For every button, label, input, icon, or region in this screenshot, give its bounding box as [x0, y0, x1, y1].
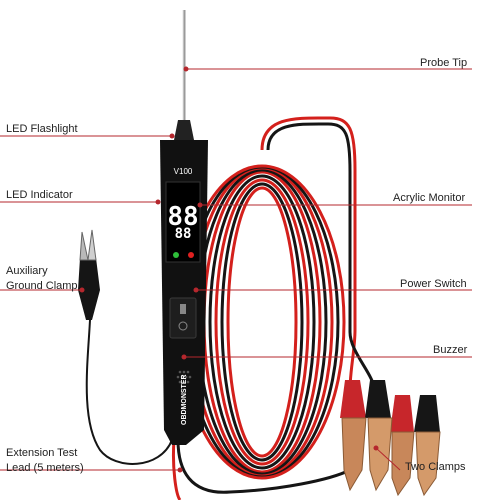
- label-extension-line2: Lead (5 meters): [6, 462, 84, 474]
- label-auxiliary-line1: Auxiliary: [6, 265, 48, 277]
- upper-cable-black: [266, 122, 377, 391]
- label-led-indicator: LED Indicator: [6, 189, 73, 201]
- extension-lead: [176, 439, 351, 494]
- led-indicator-red: [188, 252, 194, 258]
- tester-body: [160, 140, 208, 445]
- upper-cable-red: [260, 116, 357, 391]
- power-switch: [169, 297, 197, 339]
- label-probe-tip: Probe Tip: [420, 57, 468, 69]
- extension-lead-red: [172, 439, 182, 500]
- auxiliary-ground-clamp: [78, 229, 100, 320]
- display-digits-bottom: 88: [175, 226, 192, 242]
- auxiliary-wire: [85, 319, 173, 465]
- display-digits-top: 88: [167, 202, 198, 232]
- led-indicator-green: [173, 252, 179, 258]
- label-led-flashlight: LED Flashlight: [6, 123, 78, 135]
- buzzer-grille: [176, 370, 192, 384]
- label-acrylic-monitor: Acrylic Monitor: [393, 192, 466, 204]
- probe-collar: [174, 120, 194, 140]
- leader-dots: [79, 66, 379, 473]
- leader-lines: [0, 68, 472, 471]
- label-buzzer: Buzzer: [433, 344, 468, 356]
- label-auxiliary-line2: Ground Clamp: [6, 280, 78, 292]
- label-power-switch: Power Switch: [400, 278, 467, 290]
- two-clamps: [340, 380, 441, 497]
- model-label: V100: [174, 167, 193, 176]
- label-two-clamps: Two Clamps: [405, 461, 466, 473]
- label-extension-line1: Extension Test: [6, 447, 78, 459]
- brand-label: OBDMONSTER: [181, 374, 188, 425]
